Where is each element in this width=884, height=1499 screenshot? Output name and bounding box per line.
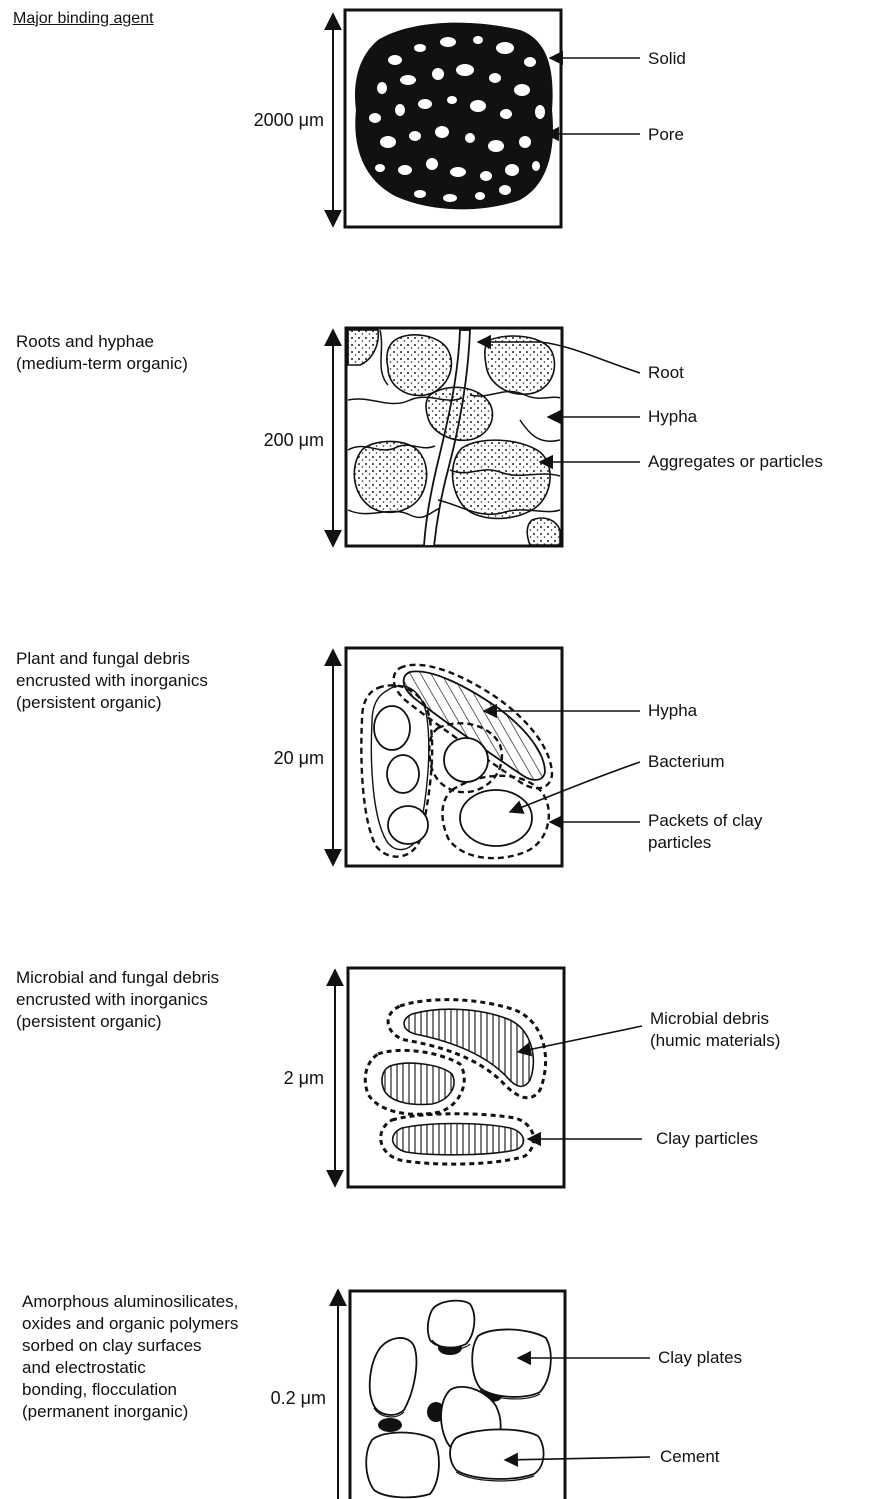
panel-4-description: Microbial and fungal debris encrusted wi… — [16, 967, 219, 1033]
panel-4-label-microbial-debris: Microbial debris (humic materials) — [650, 1008, 780, 1052]
panel-5-label-cement: Cement — [660, 1446, 720, 1468]
panel-1-scale-label: 2000 μm — [200, 110, 324, 131]
panel-3-description: Plant and fungal debris encrusted with i… — [16, 648, 208, 714]
panel-3-label-hypha: Hypha — [648, 700, 697, 722]
panel-1-label-pore: Pore — [648, 124, 684, 146]
panel-2-scale-label: 200 μm — [200, 430, 324, 451]
panel-1-box — [345, 10, 561, 227]
panel-2-label-root: Root — [648, 362, 684, 384]
panel-3-scale-label: 20 μm — [200, 748, 324, 769]
panel-2-description: Roots and hyphae (medium-term organic) — [16, 331, 188, 375]
panel-3-label-bacterium: Bacterium — [648, 751, 725, 773]
panel-4-box — [348, 968, 564, 1187]
panel-3-box — [346, 648, 562, 866]
header-title: Major binding agent — [13, 8, 154, 30]
panel-5-label-clay-plates: Clay plates — [658, 1347, 742, 1369]
panel-3-label-clay-packets: Packets of clay particles — [648, 810, 762, 854]
panel-4-scale-label: 2 μm — [200, 1068, 324, 1089]
panel-2-box — [346, 328, 562, 546]
panel-2-label-aggregates: Aggregates or particles — [648, 451, 823, 473]
panel-2-label-hypha: Hypha — [648, 406, 697, 428]
panel-5-description: Amorphous aluminosilicates, oxides and o… — [22, 1291, 238, 1423]
panel-5-scale-label: 0.2 μm — [230, 1388, 326, 1409]
panel-4-label-clay-particles: Clay particles — [656, 1128, 758, 1150]
panel-1-label-solid: Solid — [648, 48, 686, 70]
panel-5-box — [350, 1291, 565, 1499]
